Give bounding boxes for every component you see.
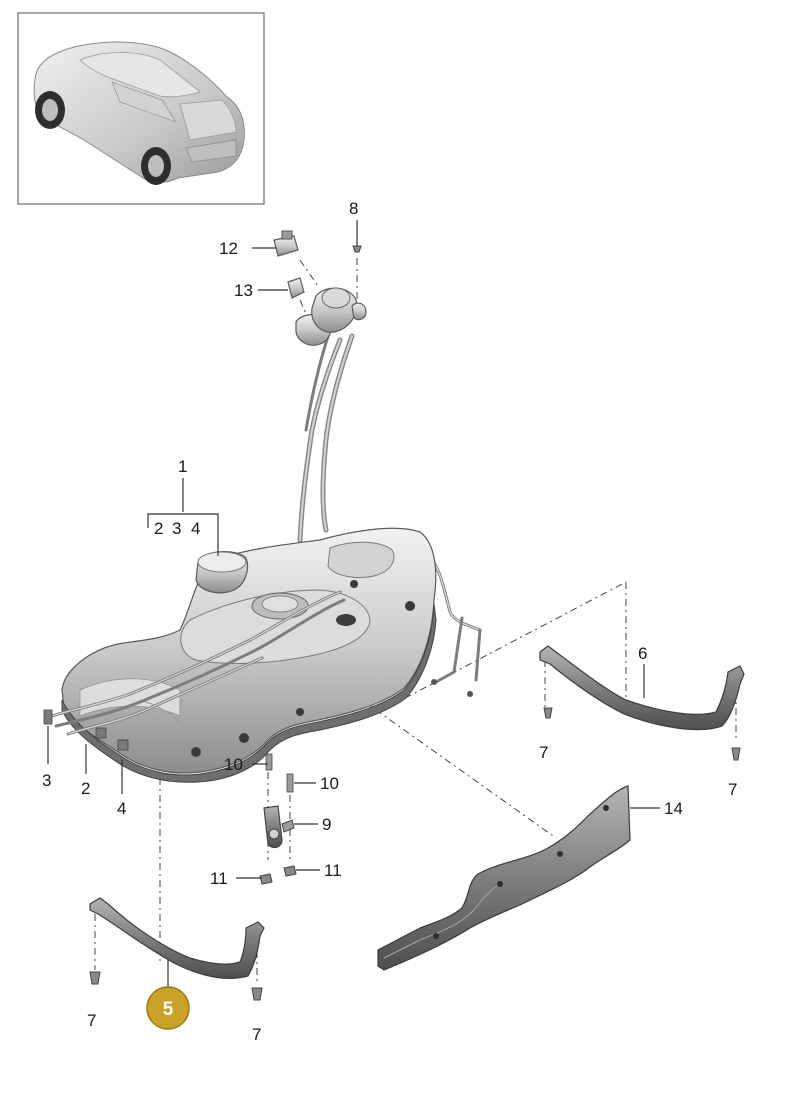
callout-12: 12 [219,239,238,258]
filler-pipe-assembly [295,287,482,697]
callout-5-highlight[interactable]: 5 [146,986,190,1030]
callout-13: 13 [234,281,253,300]
callouts: 12 13 8 1 2 3 4 3 2 4 10 10 9 11 11 6 7 … [42,199,737,1044]
callout-5-badge[interactable] [146,986,190,1030]
callout-4-group: 4 [191,519,200,538]
part-13-connector [287,277,305,299]
callout-3: 3 [42,771,51,790]
callout-9: 9 [322,815,331,834]
callout-11-left: 11 [210,869,228,888]
callout-1: 1 [178,457,187,476]
leader-lines [47,220,660,988]
callout-11-right: 11 [324,861,342,880]
callout-10-right: 10 [320,774,339,793]
callout-8: 8 [349,199,358,218]
callout-5: 5 [163,999,174,1020]
part-10-bolts [265,753,294,793]
vehicle-thumbnail [17,12,265,205]
callout-7-strap5-right: 7 [252,1025,261,1044]
car-illustration [33,41,245,185]
part-11-nuts [259,865,297,885]
callout-6: 6 [638,644,647,663]
part-8-screw [352,245,362,253]
callout-10-left: 10 [224,755,243,774]
callout-4: 4 [117,799,126,818]
callout-7-strap5-left: 7 [87,1011,96,1030]
part-14-heat-shield [377,785,631,971]
part-6-strap [539,645,745,761]
part-9-bracket [263,805,295,849]
part-12-cap [273,230,299,257]
callout-2-group: 2 [154,519,163,538]
callout-7-strap6-left: 7 [539,743,548,762]
callout-3-group: 3 [172,519,181,538]
fuel-tank [43,527,437,783]
part-5-strap [89,897,265,1001]
callout-2: 2 [81,779,90,798]
callout-14: 14 [664,799,683,818]
callout-7-strap6-right: 7 [728,780,737,799]
